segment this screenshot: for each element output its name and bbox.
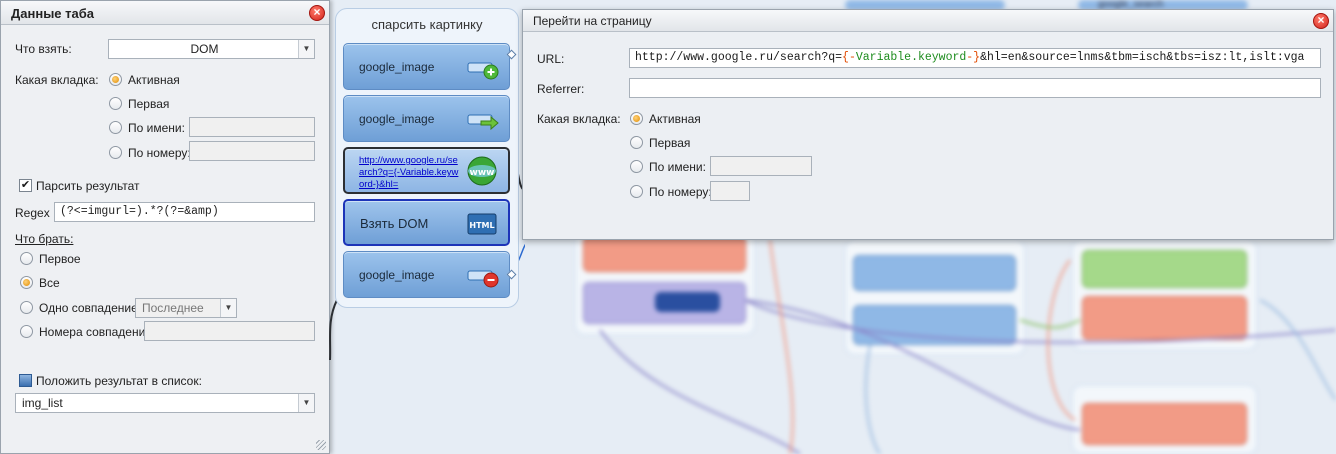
dialog-title: Данные таба [11, 6, 94, 21]
block-url-link: http://www.google.ru/search?q={-Variable… [359, 155, 459, 190]
goto-page-dialog: Перейти на страницу × URL: http://www.go… [522, 9, 1334, 240]
radio-get-all[interactable] [20, 276, 33, 289]
put-in-list-label: Положить результат в список: [36, 374, 202, 388]
radio-tab-active-label: Активная [649, 112, 701, 126]
block-label: Взять DOM [360, 216, 429, 231]
one-match-value: Последнее [142, 301, 204, 315]
parse-result-label: Парсить результат [36, 179, 140, 193]
action-block-close-tab[interactable]: google_image [343, 251, 510, 298]
close-icon[interactable]: × [1313, 13, 1329, 29]
what-to-get-label: Что брать: [15, 232, 74, 246]
action-block-add-tab[interactable]: google_image [343, 43, 510, 90]
action-block-switch-tab[interactable]: google_image [343, 95, 510, 142]
close-tab-icon [467, 270, 499, 288]
url-input[interactable]: http://www.google.ru/search?q={-Variable… [629, 48, 1321, 68]
chevron-down-icon: ▼ [220, 299, 236, 317]
tab-number-input[interactable] [189, 141, 315, 161]
bg-block [1082, 403, 1247, 445]
radio-tab-by-number[interactable] [630, 185, 643, 198]
resize-grip-icon[interactable] [316, 440, 326, 450]
bg-block [1082, 250, 1247, 288]
tab-label: Какая вкладка: [537, 112, 621, 126]
radio-tab-by-name[interactable] [630, 160, 643, 173]
dialog-title: Перейти на страницу [533, 14, 652, 28]
one-match-select[interactable]: Последнее ▼ [135, 298, 237, 318]
tab-data-dialog: Данные таба × Что взять: DOM ▼ Какая вкл… [0, 0, 330, 454]
switch-tab-icon [467, 114, 499, 131]
url-part-base: http://www.google.ru/search?q= [635, 51, 843, 64]
svg-text:HTML: HTML [469, 221, 494, 230]
parse-result-checkbox[interactable]: ✔ [19, 179, 32, 192]
block-label: google_image [359, 112, 435, 126]
radio-tab-active[interactable] [630, 112, 643, 125]
radio-tab-by-number-label: По номеру: [649, 185, 712, 199]
close-icon[interactable]: × [309, 5, 325, 21]
radio-get-match-numbers[interactable] [20, 325, 33, 338]
radio-tab-by-name-label: По имени: [649, 160, 706, 174]
url-part-open-brace: {- [842, 51, 856, 64]
bg-block [1078, 0, 1248, 10]
radio-tab-active[interactable] [109, 73, 122, 86]
url-part-query: &hl=en&source=lnms&tbm=isch&tbs=isz:lt,i… [980, 51, 1305, 64]
list-select[interactable]: img_list ▼ [15, 393, 315, 413]
add-tab-icon [467, 62, 499, 80]
bg-block [655, 292, 720, 312]
what-to-take-label: Что взять: [15, 42, 72, 56]
url-part-close-brace: -} [966, 51, 981, 64]
radio-get-one-match-label: Одно совпадение [39, 301, 138, 315]
parse-image-group[interactable]: спарсить картинку google_image google_im… [335, 8, 519, 308]
action-block-get-dom[interactable]: Взять DOM HTML [343, 199, 510, 246]
chevron-down-icon: ▼ [298, 394, 314, 412]
tab-name-input[interactable] [710, 156, 812, 176]
radio-get-first[interactable] [20, 252, 33, 265]
html-icon: HTML [467, 213, 497, 235]
put-in-list-checkbox[interactable] [19, 374, 32, 387]
list-value: img_list [22, 396, 63, 410]
block-label: google_image [359, 60, 435, 74]
radio-get-match-numbers-label: Номера совпадений [39, 325, 153, 339]
radio-tab-by-name-label: По имени: [128, 121, 185, 135]
bg-block [1082, 296, 1247, 340]
radio-tab-first-label: Первая [128, 97, 170, 111]
bg-block [583, 236, 746, 272]
tab-label: Какая вкладка: [15, 73, 99, 87]
svg-text:www: www [470, 168, 495, 178]
radio-tab-by-number[interactable] [109, 146, 122, 159]
tab-name-input[interactable] [189, 117, 315, 137]
regex-label: Regex [15, 206, 50, 220]
dialog-title-bar: Данные таба × [1, 1, 329, 25]
radio-tab-by-number-label: По номеру: [128, 146, 191, 160]
bg-block [853, 255, 1016, 291]
radio-tab-first[interactable] [630, 136, 643, 149]
action-block-goto-page[interactable]: http://www.google.ru/search?q={-Variable… [343, 147, 510, 194]
what-to-take-value: DOM [190, 42, 219, 56]
radio-get-all-label: Все [39, 276, 60, 290]
bg-label-google-search: google_search [1098, 0, 1164, 10]
referrer-input[interactable] [629, 78, 1321, 98]
radio-get-first-label: Первое [39, 252, 81, 266]
match-numbers-input[interactable] [144, 321, 315, 341]
radio-tab-active-label: Активная [128, 73, 180, 87]
block-label: google_image [359, 268, 435, 282]
url-label: URL: [537, 52, 565, 66]
dialog-title-bar: Перейти на страницу × [523, 10, 1333, 32]
what-to-take-select[interactable]: DOM ▼ [108, 39, 315, 59]
radio-tab-by-name[interactable] [109, 121, 122, 134]
chevron-down-icon: ▼ [298, 40, 314, 58]
group-title: спарсить картинку [371, 17, 483, 32]
regex-input[interactable]: (?<=imgurl=).*?(?=&amp) [54, 202, 315, 222]
bg-block [845, 0, 1005, 10]
radio-tab-first-label: Первая [649, 136, 691, 150]
radio-tab-first[interactable] [109, 97, 122, 110]
url-part-variable: Variable.keyword [855, 51, 967, 64]
tab-number-input[interactable] [710, 181, 750, 201]
radio-get-one-match[interactable] [20, 301, 33, 314]
www-globe-icon: www [467, 156, 497, 186]
referrer-label: Referrer: [537, 82, 585, 96]
